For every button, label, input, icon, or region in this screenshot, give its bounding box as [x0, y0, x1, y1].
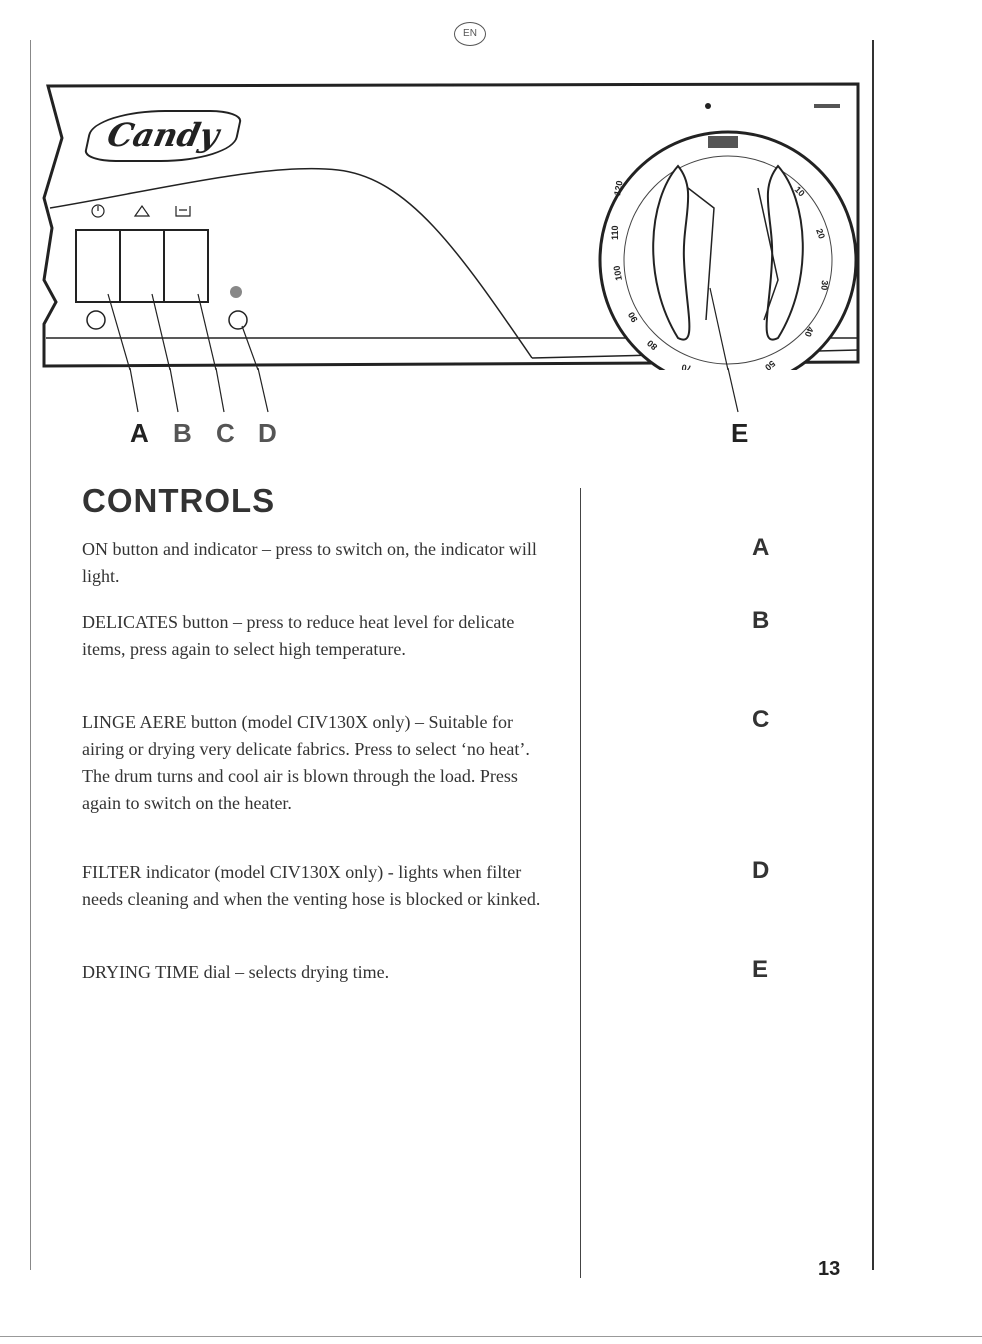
dial-label-120: 120	[612, 180, 624, 197]
dial-label-20: 20	[814, 227, 827, 240]
column-divider	[580, 488, 581, 1278]
dial-label-110: 110	[610, 225, 620, 240]
dial-label-50: 50	[763, 358, 777, 370]
control-panel-illustration: 120 110 100 90 80 70 60 50 40 30 20 10	[42, 82, 860, 370]
callout-b: B	[173, 418, 192, 448]
control-description-a: ON button and indicator – press to switc…	[82, 539, 537, 586]
dial-label-90: 90	[626, 310, 640, 324]
control-description-d: FILTER indicator (model CIV130X only) - …	[82, 862, 541, 909]
panel-right-marker	[814, 104, 840, 108]
page-edge-left	[30, 40, 31, 1270]
side-letter-c: C	[752, 706, 770, 733]
filter-indicator-lamp	[228, 310, 248, 330]
callout-d: D	[258, 418, 277, 448]
button-a	[75, 229, 121, 303]
dial-label-40: 40	[803, 325, 816, 338]
dial-label-70: 70	[681, 362, 693, 370]
callout-a: A	[130, 418, 149, 448]
button-c	[163, 229, 209, 303]
dial-label-80: 80	[645, 338, 659, 352]
callout-e: E	[731, 418, 749, 448]
filter-symbol-icon	[230, 286, 242, 298]
page-edge-right	[872, 40, 874, 1270]
language-badge: EN	[454, 22, 486, 46]
power-icon	[91, 204, 105, 218]
airing-icon	[175, 206, 191, 217]
dial-label-100: 100	[612, 265, 624, 282]
control-description-c: LINGE AERE button (model CIV130X only) –…	[82, 712, 530, 813]
dial-label-30: 30	[819, 280, 830, 291]
side-letter-e: E	[752, 956, 769, 983]
page-title: CONTROLS	[82, 482, 276, 519]
dial-top-marker	[705, 103, 711, 109]
side-letter-b: B	[752, 607, 770, 634]
bottom-rule	[0, 1336, 982, 1337]
button-b	[119, 229, 165, 303]
page-number: 13	[818, 1258, 841, 1280]
delicates-icon	[133, 204, 151, 217]
control-description-e: DRYING TIME dial – selects drying time.	[82, 962, 390, 982]
callout-leaders	[129, 368, 739, 413]
side-letter-a: A	[752, 534, 770, 561]
indicator-lamp-on	[86, 310, 106, 330]
callout-c: C	[216, 418, 235, 448]
control-description-b: DELICATES button – press to reduce heat …	[82, 612, 515, 659]
side-letter-d: D	[752, 857, 770, 884]
drying-time-dial: 120 110 100 90 80 70 60 50 40 30 20 10	[598, 130, 858, 370]
